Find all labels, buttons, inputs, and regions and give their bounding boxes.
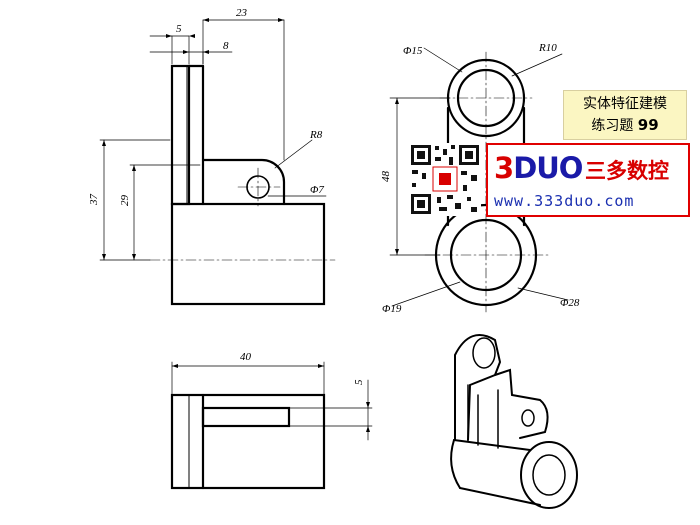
exercise-number: 99 (637, 116, 659, 134)
dim-front-r8: R8 (309, 129, 323, 141)
dim-side-d28: Φ28 (560, 297, 580, 309)
dim-side-48: 48 (380, 171, 392, 183)
exercise-title-line2: 练习题 99 (564, 115, 686, 137)
dim-front-8: 8 (223, 40, 229, 52)
top-view (170, 361, 373, 490)
dim-top-5: 5 (353, 379, 365, 385)
dim-front-5: 5 (176, 23, 182, 35)
exercise-title-prefix: 练习题 (591, 118, 634, 134)
dim-side-r10: R10 (538, 42, 557, 54)
brand-chinese-name: 三多数控 (585, 159, 669, 183)
front-view (99, 18, 336, 306)
dim-front-23: 23 (236, 7, 248, 19)
dim-top-40: 40 (240, 351, 252, 363)
isometric-view (450, 334, 578, 509)
brand-logo-red: 3 (494, 151, 514, 185)
dim-front-d7: Φ7 (310, 184, 324, 196)
dim-front-37: 37 (88, 194, 100, 207)
dim-side-d19: Φ19 (382, 303, 402, 315)
brand-banner: 3DUO 三多数控 www.333duo.com (486, 143, 690, 217)
brand-url: www.333duo.com (494, 192, 635, 210)
exercise-title-line1: 实体特征建模 (583, 96, 667, 112)
exercise-title-box: 实体特征建模 练习题 99 (563, 90, 687, 140)
brand-logo-blue: DUO (513, 151, 583, 185)
brand-logo: 3DUO (494, 151, 583, 185)
qr-code-icon (409, 143, 481, 216)
dim-side-d15: Φ15 (403, 45, 423, 57)
dim-front-29: 29 (119, 195, 131, 207)
